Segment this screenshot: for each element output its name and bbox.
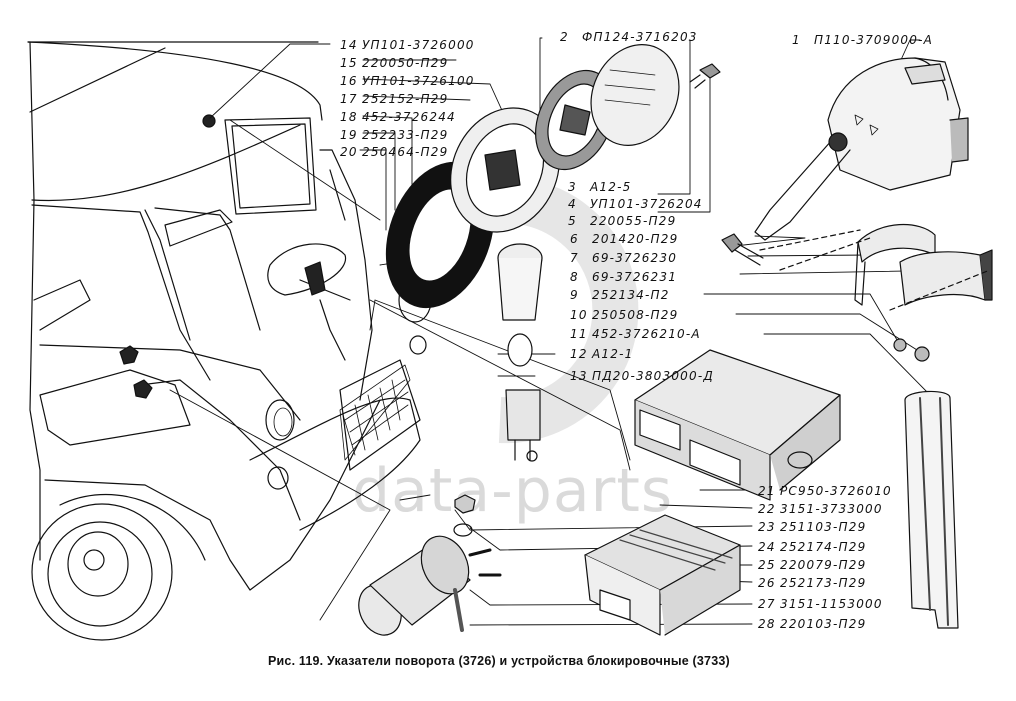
turn-signal-switch: [754, 57, 969, 241]
relay-flasher: [634, 349, 841, 501]
ignition-switch: [358, 535, 502, 636]
nut: [914, 346, 930, 362]
watermark: data-parts: [352, 456, 674, 526]
nut: [454, 494, 476, 514]
lamp-socket: [497, 243, 543, 462]
washer: [893, 338, 907, 352]
front-wheel: [31, 493, 206, 641]
leader-lines: [169, 37, 961, 626]
bolt: [689, 63, 764, 266]
vehicle-cab: [27, 41, 421, 591]
grille: [339, 364, 411, 461]
column-clamps: [759, 224, 993, 311]
washer: [453, 523, 473, 537]
side-mount: [133, 379, 153, 399]
column-tube: [904, 390, 959, 629]
roof-lamp: [202, 114, 216, 128]
side-mount: [119, 345, 139, 365]
side-lamp: [385, 44, 680, 309]
blocking-unit: [584, 514, 741, 636]
figure-caption: Рис. 119. Указатели поворота (3726) и ус…: [268, 654, 730, 668]
